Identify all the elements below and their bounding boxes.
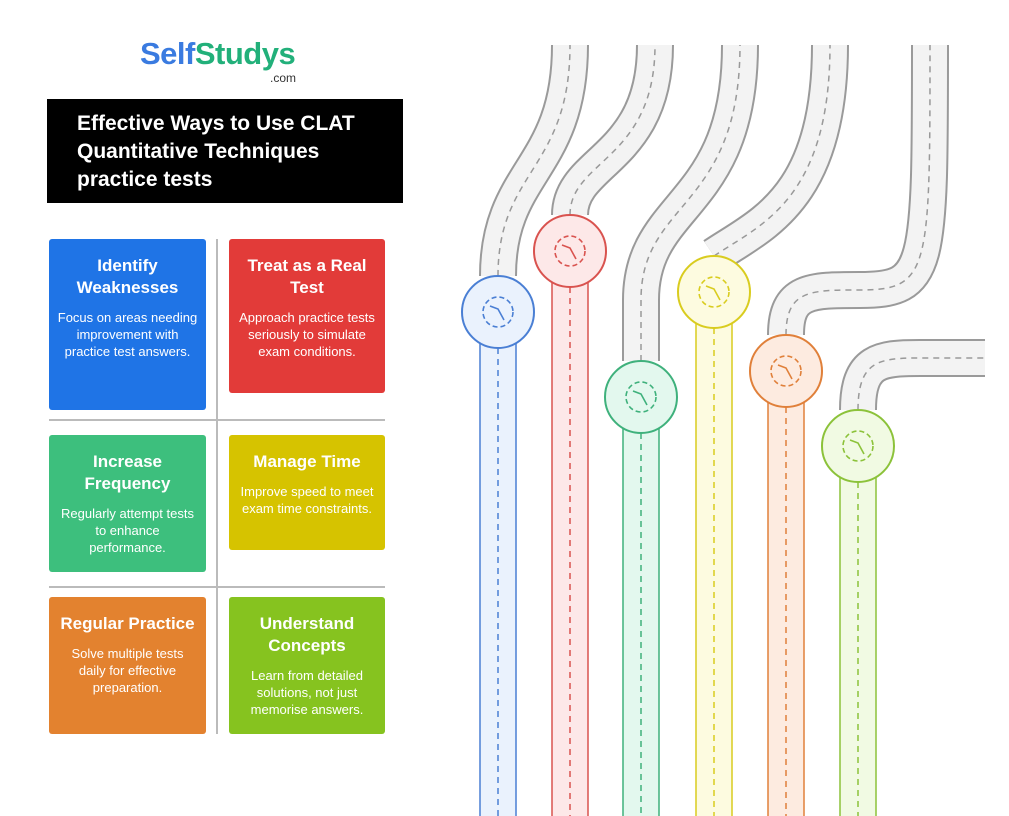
card-heading: Identify Weaknesses bbox=[76, 256, 179, 297]
road-column bbox=[479, 311, 517, 816]
card-text: Learn from detailed solutions, not just … bbox=[250, 668, 364, 717]
card-heading: Regular Practice bbox=[60, 614, 195, 633]
card-heading: Treat as a Real Test bbox=[247, 256, 367, 297]
gear-bulb-icon bbox=[842, 430, 874, 462]
books-icon bbox=[770, 355, 802, 387]
card-text: Improve speed to meet exam time constrai… bbox=[240, 484, 374, 516]
card-text: Regularly attempt tests to enhance perfo… bbox=[61, 506, 194, 555]
eye-clipboard-icon bbox=[482, 296, 514, 328]
card-heading: Increase Frequency bbox=[84, 452, 171, 493]
page-title: Effective Ways to Use CLAT Quantitative … bbox=[47, 99, 403, 203]
road-marker bbox=[461, 275, 535, 349]
card-text: Solve multiple tests daily for effective… bbox=[71, 646, 184, 695]
divider-vertical bbox=[216, 239, 218, 734]
card-text: Approach practice tests seriously to sim… bbox=[239, 310, 375, 359]
calendar-check-icon bbox=[625, 381, 657, 413]
road-marker bbox=[604, 360, 678, 434]
card-heading: Understand Concepts bbox=[259, 614, 355, 655]
road-marker bbox=[533, 214, 607, 288]
logo: SelfStudys bbox=[140, 36, 296, 72]
card-text: Focus on areas needing improvement with … bbox=[57, 310, 198, 359]
road-marker bbox=[677, 255, 751, 329]
logo-studys: Studys bbox=[194, 36, 296, 71]
card-heading: Manage Time bbox=[253, 452, 361, 471]
road-marker bbox=[821, 409, 895, 483]
divider-horizontal bbox=[49, 419, 385, 421]
logo-suffix: .com bbox=[270, 71, 297, 85]
logo-self: Self bbox=[140, 36, 195, 71]
runner-stopwatch-icon bbox=[698, 276, 730, 308]
clock-icon bbox=[554, 235, 586, 267]
road-marker bbox=[749, 334, 823, 408]
divider-horizontal bbox=[49, 586, 385, 588]
